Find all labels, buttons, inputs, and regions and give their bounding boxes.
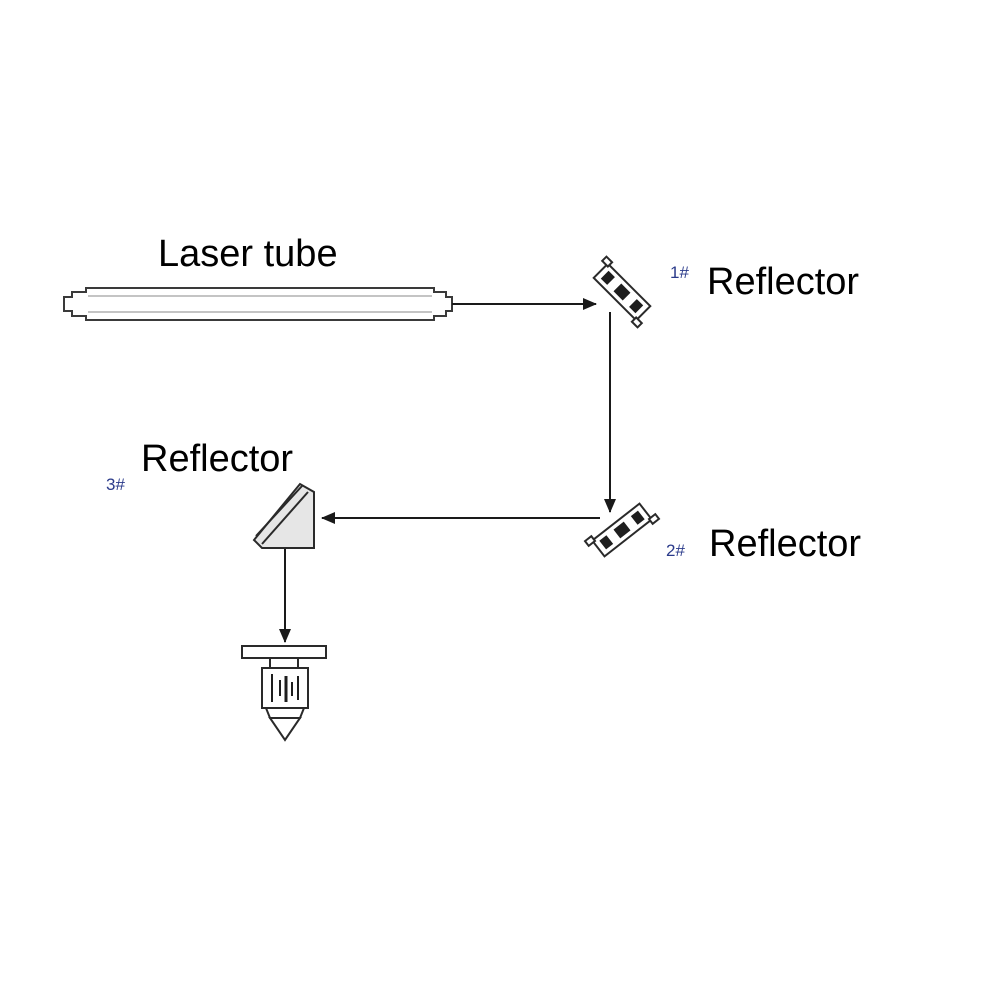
- laser-tube-label: Laser tube: [158, 233, 338, 275]
- reflector-1-label: Reflector: [707, 261, 859, 303]
- reflector-3-mount: [252, 482, 315, 549]
- reflector-3-number: 3#: [106, 475, 125, 494]
- reflector-3-label: Reflector: [141, 438, 293, 480]
- reflector-2-number: 2#: [666, 541, 685, 560]
- laser-tube: [63, 287, 453, 321]
- reflector-2-mount: [583, 502, 661, 558]
- reflector-2-label: Reflector: [709, 523, 861, 565]
- reflector-1-mount: [592, 255, 652, 329]
- reflector-1-number: 1#: [670, 263, 689, 282]
- laser-head: [241, 645, 327, 742]
